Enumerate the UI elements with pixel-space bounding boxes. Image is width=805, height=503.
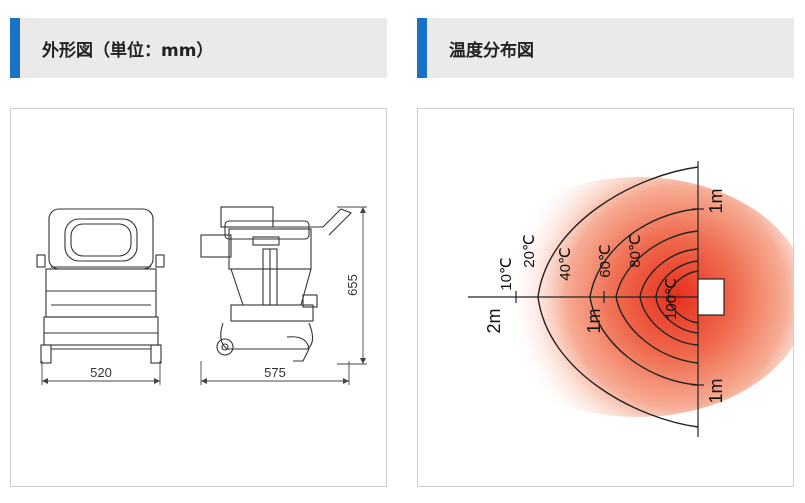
dimension-drawing-panel: 520 575 655 — [10, 108, 387, 487]
isotherm-contours — [537, 166, 699, 428]
temp-label-40: 40℃ — [557, 247, 574, 281]
distance-label-2m: 2m — [484, 308, 504, 333]
dimension-width-label: 520 — [90, 365, 112, 380]
heater-outlet — [697, 278, 725, 316]
temperature-distribution-panel: 10℃ 20℃ 40℃ 60℃ 80℃ 100℃ 2m 1m 1m 1m — [417, 108, 805, 487]
temp-label-20: 20℃ — [521, 234, 538, 268]
section-header-dimensions: 外形図（単位：mm） — [10, 18, 387, 78]
temperature-distribution-diagram: 10℃ 20℃ 40℃ 60℃ 80℃ 100℃ 2m 1m 1m 1m — [468, 161, 805, 437]
temp-label-80: 80℃ — [627, 234, 644, 268]
distance-label-1m-top: 1m — [706, 188, 726, 213]
dimension-drawing: 520 575 655 — [36, 206, 367, 385]
side-view-drawing — [200, 206, 352, 362]
dimension-depth-label: 575 — [264, 365, 286, 380]
front-view-drawing — [36, 208, 165, 364]
section-title-temperature: 温度分布図 — [449, 40, 534, 61]
section-title-dimensions: 外形図（単位：mm） — [42, 40, 214, 61]
distance-label-1m-inner: 1m — [584, 308, 604, 333]
temp-label-100: 100℃ — [663, 278, 680, 320]
dimension-height-label: 655 — [345, 274, 360, 296]
distance-label-1m-bottom: 1m — [706, 378, 726, 403]
temp-label-60: 60℃ — [597, 244, 614, 278]
temp-label-10: 10℃ — [498, 257, 515, 291]
section-header-temperature: 温度分布図 — [417, 18, 794, 78]
